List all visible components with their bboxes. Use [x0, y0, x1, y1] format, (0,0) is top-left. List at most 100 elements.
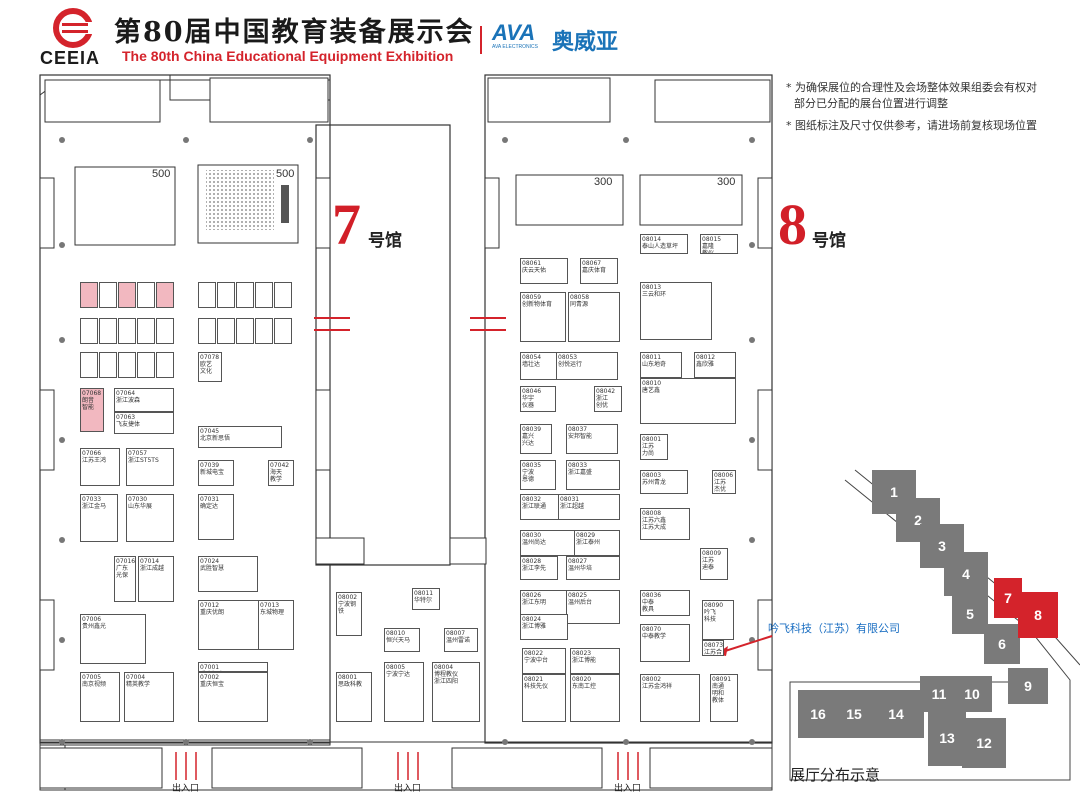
distribution-hall-16[interactable]: 16 — [798, 690, 838, 738]
hall7-small-booth[interactable] — [255, 318, 273, 344]
hall7-small-booth[interactable] — [217, 282, 235, 308]
hall7-small-booth[interactable] — [99, 352, 117, 378]
distribution-hall-4[interactable]: 4 — [944, 552, 988, 596]
distribution-hall-15[interactable]: 15 — [834, 690, 874, 738]
hall7-small-booth[interactable] — [236, 318, 254, 344]
distribution-hall-8[interactable]: 8 — [1018, 592, 1058, 638]
distribution-hall-5[interactable]: 5 — [952, 594, 988, 634]
distribution-hall-6[interactable]: 6 — [984, 624, 1020, 664]
hall7-small-booth[interactable] — [118, 352, 136, 378]
hall7-small-booth[interactable] — [118, 318, 136, 344]
hall7-small-booth[interactable] — [80, 352, 98, 378]
hall7-small-booth[interactable] — [255, 282, 273, 308]
hall7-small-booth[interactable] — [99, 282, 117, 308]
hall7-small-booth[interactable] — [198, 318, 216, 344]
hall7-small-booth[interactable] — [80, 282, 98, 308]
hall7-small-booth[interactable] — [198, 282, 216, 308]
hall7-small-booth[interactable] — [137, 352, 155, 378]
hall7-small-booth[interactable] — [137, 282, 155, 308]
hall8-booth-08073[interactable]: 08073江苏合威体育 — [702, 640, 724, 656]
hall7-small-booth[interactable] — [118, 282, 136, 308]
hall7-small-booth[interactable] — [217, 318, 235, 344]
hall7-small-booth[interactable] — [156, 318, 174, 344]
hall7-small-booth[interactable] — [236, 282, 254, 308]
hall7-small-booth[interactable] — [137, 318, 155, 344]
hall7-small-booth[interactable] — [156, 282, 174, 308]
hall7-small-booth[interactable] — [80, 318, 98, 344]
hall7-small-booth[interactable] — [274, 282, 292, 308]
distribution-hall-7[interactable]: 7 — [994, 578, 1022, 618]
distribution-hall-11[interactable]: 11 — [920, 676, 958, 712]
hall7-small-booth[interactable] — [274, 318, 292, 344]
distribution-hall-1[interactable]: 1 — [872, 470, 916, 514]
distribution-hall-10[interactable]: 10 — [952, 676, 992, 712]
distribution-hall-13[interactable]: 13 — [928, 710, 966, 766]
hall7-small-booth[interactable] — [156, 352, 174, 378]
distribution-hall-9[interactable]: 9 — [1008, 668, 1048, 704]
distribution-hall-12[interactable]: 12 — [962, 718, 1006, 768]
hall7-small-booth[interactable] — [99, 318, 117, 344]
